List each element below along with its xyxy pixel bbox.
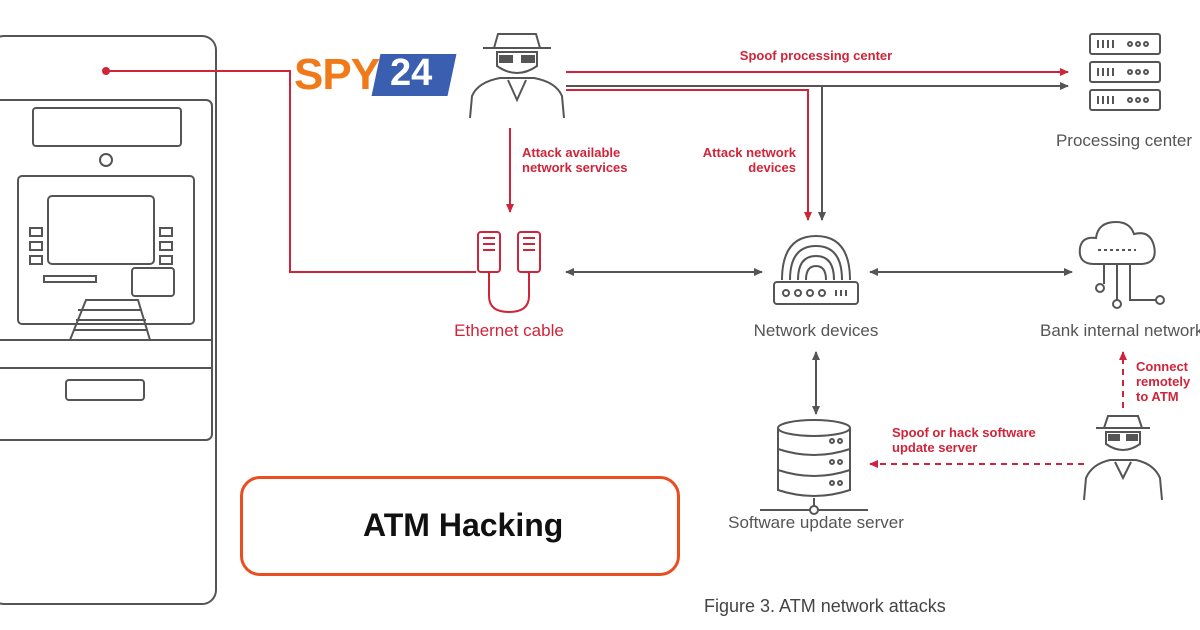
banner-title: ATM Hacking: [363, 507, 564, 543]
ethernet-cable-icon: [477, 231, 541, 314]
edge-label-attack-services: network services: [522, 160, 628, 175]
update-server-icon: [760, 419, 868, 515]
node-label-processing-center: Processing center: [1056, 131, 1192, 150]
atm-machine-icon: [0, 35, 217, 605]
processing-center-icon: [1089, 33, 1161, 111]
hacker-bottom-icon: [1083, 415, 1163, 501]
node-label-update-server: Software update server: [728, 513, 904, 532]
edge-label-spoof-processing: Spoof processing center: [740, 48, 892, 63]
logo-number-text: 24: [390, 52, 433, 94]
banner-box: ATM Hacking: [240, 476, 680, 576]
node-label-bank-network: Bank internal network: [1040, 321, 1200, 340]
bank-network-cloud-icon: [1078, 220, 1165, 309]
node-label-network-devices: Network devices: [754, 321, 879, 340]
attack-devices-arrow: [566, 89, 812, 221]
edge-label-connect: to ATM: [1136, 389, 1179, 404]
edge-label-attack-devices: devices: [748, 160, 796, 175]
edge-label-attack-devices: Attack network: [703, 145, 797, 160]
hacker-top-icon: [469, 33, 565, 119]
edge-label-attack-services: Attack available: [522, 145, 620, 160]
edge-label-spoof-update: update server: [892, 440, 977, 455]
edge-label-connect: Connect: [1136, 359, 1189, 374]
edge-label-spoof-update: Spoof or hack software: [892, 425, 1036, 440]
network-device-icon: [773, 234, 859, 305]
edge-label-connect: remotely: [1136, 374, 1191, 389]
spy24-logo: SPY 24: [294, 50, 457, 99]
node-label-ethernet-cable: Ethernet cable: [454, 321, 564, 340]
logo-spy-text: SPY: [294, 50, 380, 99]
atm-connection-line: [102, 67, 476, 273]
figure-caption: Figure 3. ATM network attacks: [704, 596, 946, 616]
